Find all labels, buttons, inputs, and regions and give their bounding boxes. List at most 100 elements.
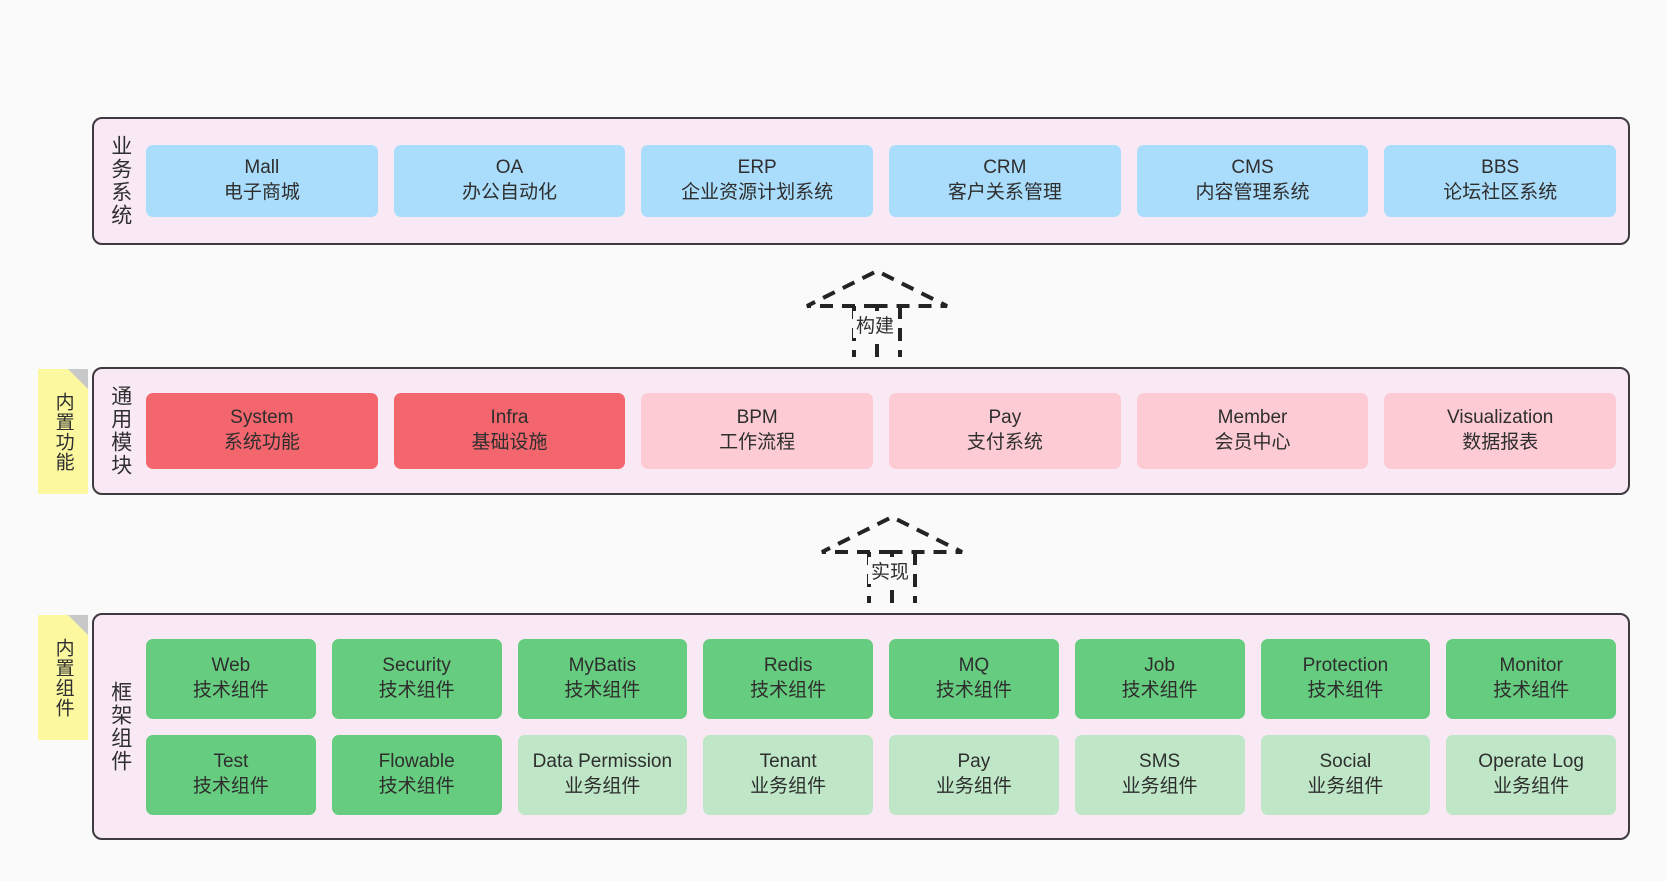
card-subtitle: 业务组件 <box>1493 775 1570 797</box>
card-subtitle: 论坛社区系统 <box>1443 182 1558 203</box>
card-tenant[interactable]: Tenant 业务组件 <box>703 734 873 815</box>
card-protection[interactable]: Protection 技术组件 <box>1260 638 1431 719</box>
connector-build-arrowhead <box>806 268 948 308</box>
card-subtitle: 业务组件 <box>564 775 641 797</box>
layer-framework-component: 框架组件 Web 技术组件 Security 技术组件 MyBatis 技术组件… <box>92 613 1630 840</box>
card-redis[interactable]: Redis 技术组件 <box>703 638 873 719</box>
card-subtitle: 内容管理系统 <box>1195 182 1310 203</box>
card-title: Pay <box>957 750 991 772</box>
card-bpm[interactable]: BPM 工作流程 <box>641 393 874 469</box>
card-test[interactable]: Test 技术组件 <box>146 734 316 815</box>
layer-body-framework-component: Web 技术组件 Security 技术组件 MyBatis 技术组件 Redi… <box>146 615 1628 838</box>
card-title: CMS <box>1231 157 1274 179</box>
note-fold-icon <box>68 369 88 389</box>
card-subtitle: 办公自动化 <box>462 182 558 203</box>
card-subtitle: 支付系统 <box>966 432 1043 453</box>
card-subtitle: 技术组件 <box>192 679 269 701</box>
card-security[interactable]: Security 技术组件 <box>331 638 502 719</box>
card-oa[interactable]: OA 办公自动化 <box>393 145 626 217</box>
card-subtitle: 业务组件 <box>1121 775 1198 797</box>
layer-body-common-module: System 系统功能 Infra 基础设施 BPM 工作流程 Pay 支付系统… <box>146 369 1628 493</box>
note-builtin-component[interactable]: 内置组件 <box>38 615 88 740</box>
card-data-permission[interactable]: Data Permission 业务组件 <box>517 734 688 815</box>
card-bbs[interactable]: BBS 论坛社区系统 <box>1384 145 1617 217</box>
card-subtitle: 技术组件 <box>378 775 455 797</box>
note-label: 内置组件 <box>52 637 74 718</box>
card-subtitle: 技术组件 <box>1121 679 1198 701</box>
card-row: Test 技术组件 Flowable 技术组件 Data Permission … <box>146 734 1616 815</box>
card-subtitle: 电子商城 <box>223 182 300 203</box>
card-title: System <box>230 407 294 429</box>
card-subtitle: 客户关系管理 <box>947 182 1062 203</box>
card-subtitle: 系统功能 <box>223 432 300 453</box>
card-flowable[interactable]: Flowable 技术组件 <box>331 734 502 815</box>
layer-business-system: 业务系统 Mall 电子商城 OA 办公自动化 ERP 企业资源计划系统 CRM… <box>92 117 1630 245</box>
card-subtitle: 技术组件 <box>1493 679 1570 701</box>
card-subtitle: 企业资源计划系统 <box>681 182 834 203</box>
layer-common-module: 通用模块 System 系统功能 Infra 基础设施 BPM 工作流程 Pay… <box>92 367 1630 495</box>
card-social[interactable]: Social 业务组件 <box>1260 734 1431 815</box>
card-subtitle: 技术组件 <box>750 679 827 701</box>
card-web[interactable]: Web 技术组件 <box>146 638 316 719</box>
card-sms[interactable]: SMS 业务组件 <box>1074 734 1245 815</box>
card-title: Member <box>1217 407 1288 429</box>
card-title: Social <box>1319 750 1372 772</box>
card-subtitle: 会员中心 <box>1214 432 1291 453</box>
card-title: SMS <box>1139 750 1181 772</box>
card-title: Visualization <box>1447 407 1554 429</box>
card-subtitle: 基础设施 <box>471 432 548 453</box>
card-row: Web 技术组件 Security 技术组件 MyBatis 技术组件 Redi… <box>146 638 1616 719</box>
card-title: Protection <box>1302 654 1389 676</box>
card-title: Web <box>211 654 251 676</box>
layer-title-framework-component: 框架组件 <box>108 680 132 773</box>
card-title: CRM <box>983 157 1027 179</box>
card-pay-business[interactable]: Pay 业务组件 <box>889 734 1059 815</box>
connector-build-label: 构建 <box>853 311 898 338</box>
layer-body-business-system: Mall 电子商城 OA 办公自动化 ERP 企业资源计划系统 CRM 客户关系… <box>146 119 1628 243</box>
card-subtitle: 技术组件 <box>935 679 1012 701</box>
card-title: Security <box>382 654 451 676</box>
card-erp[interactable]: ERP 企业资源计划系统 <box>641 145 874 217</box>
card-title: Monitor <box>1499 654 1563 676</box>
card-title: BBS <box>1481 157 1520 179</box>
card-title: OA <box>495 157 524 179</box>
card-title: Data Permission <box>532 750 673 772</box>
card-row: Mall 电子商城 OA 办公自动化 ERP 企业资源计划系统 CRM 客户关系… <box>146 145 1617 217</box>
card-title: Pay <box>988 407 1022 429</box>
card-member[interactable]: Member 会员中心 <box>1136 393 1369 469</box>
card-subtitle: 数据报表 <box>1462 432 1539 453</box>
card-visualization[interactable]: Visualization 数据报表 <box>1384 393 1617 469</box>
card-title: Test <box>213 750 249 772</box>
card-operate-log[interactable]: Operate Log 业务组件 <box>1446 734 1616 815</box>
card-pay[interactable]: Pay 支付系统 <box>889 393 1121 469</box>
layer-title-business-system: 业务系统 <box>108 135 132 227</box>
card-row: System 系统功能 Infra 基础设施 BPM 工作流程 Pay 支付系统… <box>146 393 1617 469</box>
card-title: MyBatis <box>568 654 637 676</box>
card-mq[interactable]: MQ 技术组件 <box>889 638 1059 719</box>
card-cms[interactable]: CMS 内容管理系统 <box>1136 145 1369 217</box>
card-subtitle: 技术组件 <box>1307 679 1384 701</box>
card-title: MQ <box>958 654 990 676</box>
card-infra[interactable]: Infra 基础设施 <box>393 393 626 469</box>
card-subtitle: 业务组件 <box>1307 775 1384 797</box>
card-monitor[interactable]: Monitor 技术组件 <box>1446 638 1616 719</box>
card-title: ERP <box>737 157 777 179</box>
card-system[interactable]: System 系统功能 <box>146 393 378 469</box>
card-title: Tenant <box>759 750 817 772</box>
card-subtitle: 业务组件 <box>750 775 827 797</box>
card-subtitle: 技术组件 <box>192 775 269 797</box>
note-fold-icon <box>68 615 88 635</box>
card-subtitle: 工作流程 <box>719 432 796 453</box>
card-title: Job <box>1144 654 1175 676</box>
card-crm[interactable]: CRM 客户关系管理 <box>889 145 1121 217</box>
card-mall[interactable]: Mall 电子商城 <box>146 145 378 217</box>
card-title: Flowable <box>378 750 455 772</box>
layer-title-common-module: 通用模块 <box>108 385 132 477</box>
card-job[interactable]: Job 技术组件 <box>1074 638 1245 719</box>
note-builtin-function[interactable]: 内置功能 <box>38 369 88 494</box>
card-title: Infra <box>490 407 529 429</box>
card-mybatis[interactable]: MyBatis 技术组件 <box>517 638 688 719</box>
card-title: Mall <box>244 157 280 179</box>
card-subtitle: 技术组件 <box>564 679 641 701</box>
